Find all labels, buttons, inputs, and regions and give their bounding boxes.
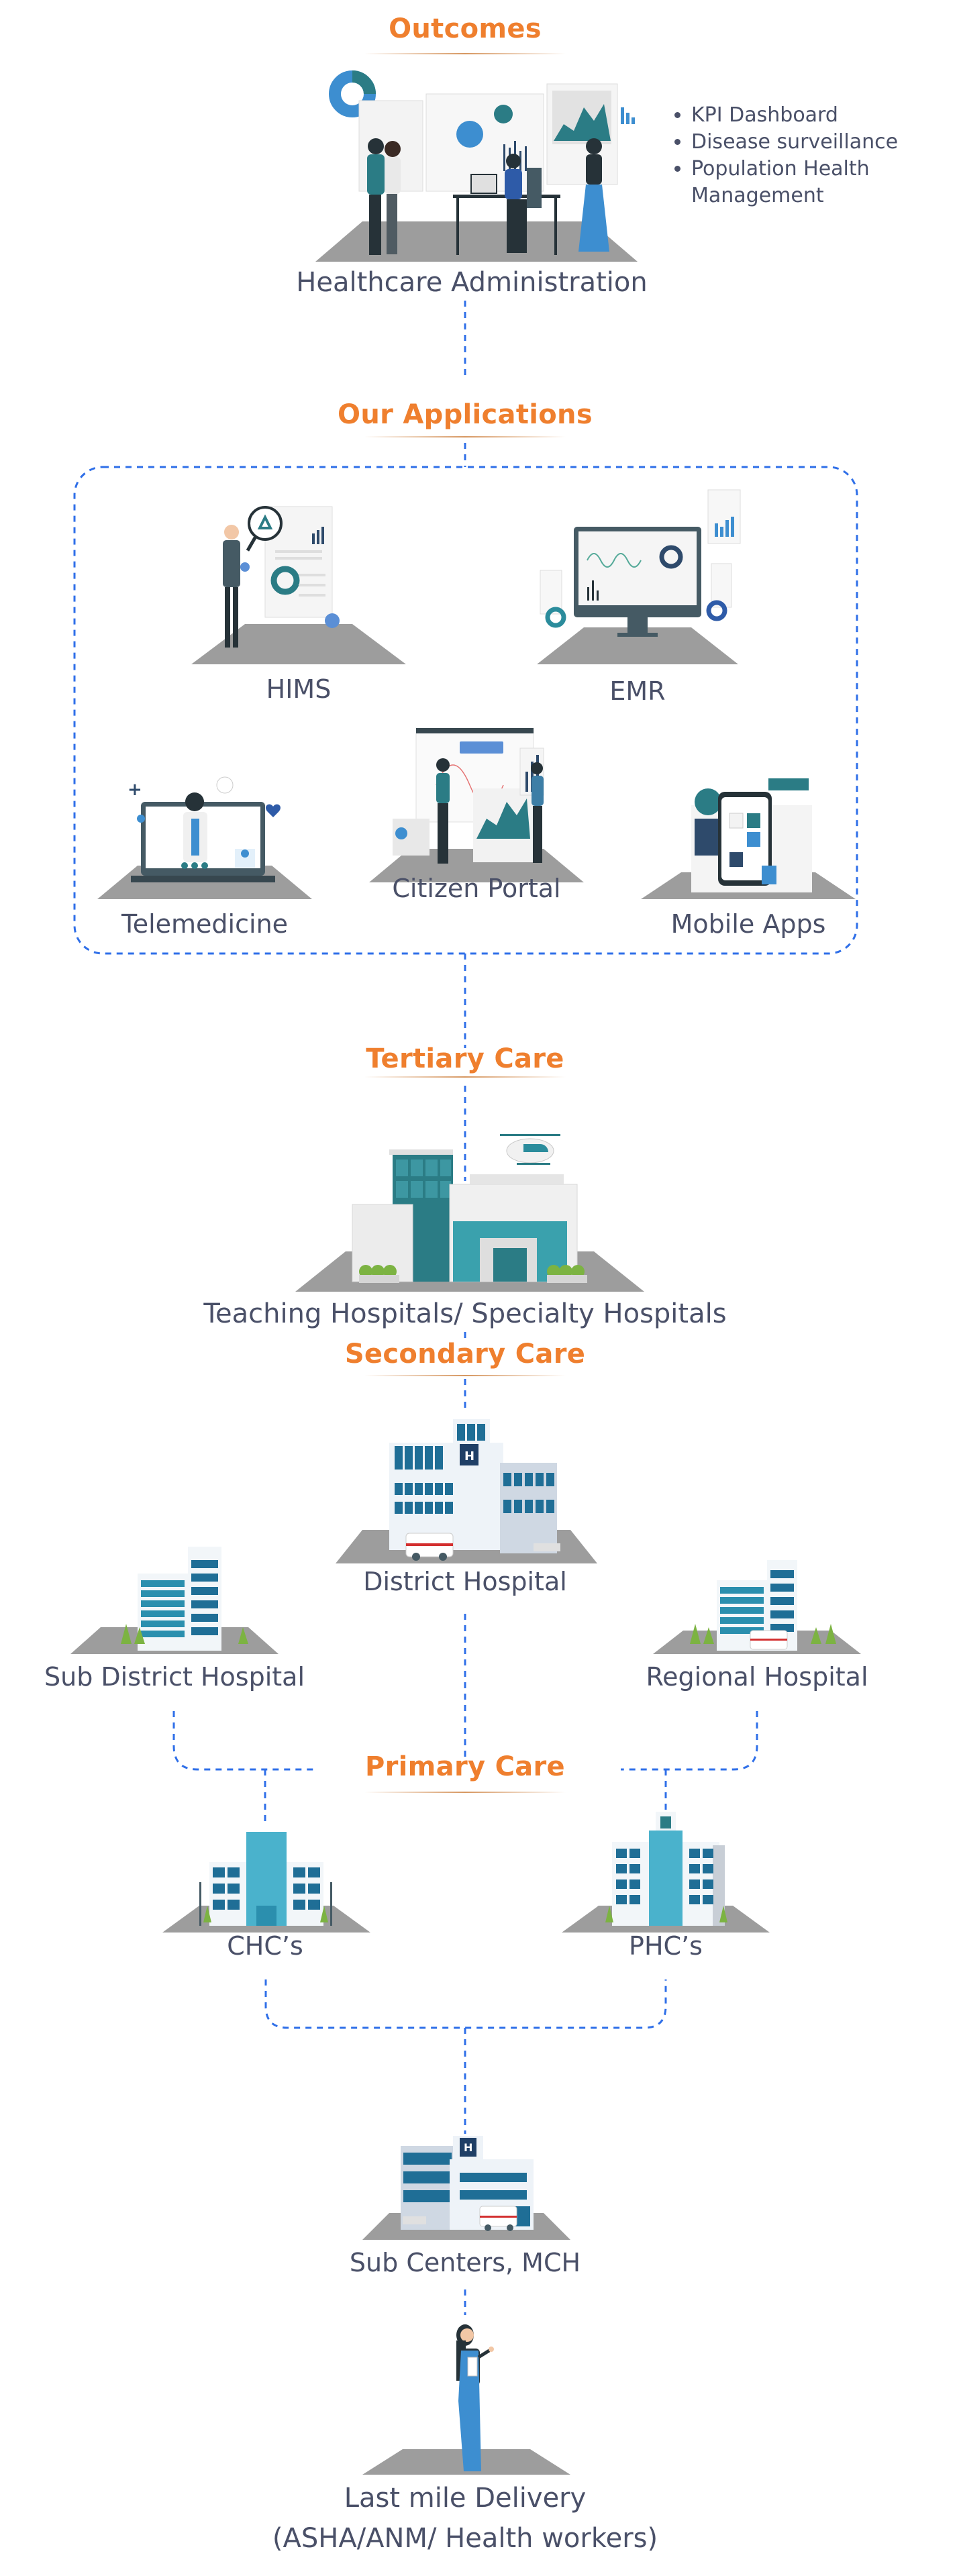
- app-label-citizen-portal: Citizen Portal: [392, 874, 561, 903]
- app-label-mobile-apps: Mobile Apps: [670, 909, 826, 939]
- connector-primary-bottom-bracket: [264, 1979, 667, 2029]
- last-mile-label-line2: (ASHA/ANM/ Health workers): [272, 2523, 658, 2554]
- sub-center-building-icon: H: [359, 2132, 574, 2243]
- chc-building-icon: [159, 1828, 374, 1936]
- sub-centers-mch-label: Sub Centers, MCH: [349, 2248, 581, 2277]
- secondary-label-sub-district-hospital: Sub District Hospital: [44, 1662, 305, 1692]
- tertiary-care-underline: [364, 1076, 566, 1078]
- connector-regional-bracket: [621, 1711, 758, 1771]
- dashboard-team-icon: [289, 67, 664, 268]
- primary-care-underline: [364, 1792, 566, 1793]
- app-label-emr: EMR: [609, 676, 666, 706]
- bullet-population-health: Population Health Management: [691, 156, 893, 209]
- app-label-telemedicine: Telemedicine: [121, 909, 289, 939]
- video-consult-laptop-icon: +: [97, 772, 312, 903]
- app-label-hims: HIMS: [266, 674, 332, 704]
- hospital-helipad-icon: [292, 1127, 648, 1295]
- secondary-care-title: Secondary Care: [344, 1339, 586, 1370]
- secondary-label-district-hospital: District Hospital: [363, 1567, 567, 1596]
- presentation-chart-icon: [369, 725, 584, 886]
- primary-label-phcs: PHC’s: [629, 1931, 703, 1961]
- district-hospital-icon: H: [336, 1416, 597, 1567]
- teaching-specialty-hospitals-label: Teaching Hospitals/ Specialty Hospitals: [203, 1298, 727, 1329]
- applications-title-underline: [364, 436, 566, 437]
- outcomes-bullet-list: KPI Dashboard Disease surveillance Popul…: [664, 102, 898, 209]
- outcomes-title-underline: [364, 53, 566, 54]
- smartphone-app-icon: [641, 772, 856, 903]
- svg-text:H: H: [464, 1449, 474, 1463]
- monitor-dashboard-icon: [530, 486, 745, 668]
- magnifier-report-icon: [191, 493, 406, 668]
- sub-district-hospital-icon: [67, 1543, 282, 1657]
- svg-text:+: +: [128, 780, 142, 800]
- regional-hospital-icon: [650, 1557, 864, 1657]
- primary-care-title: Primary Care: [365, 1751, 565, 1782]
- applications-title: Our Applications: [338, 399, 593, 430]
- last-mile-label-line1: Last mile Delivery: [344, 2483, 587, 2514]
- connector-subdistrict-bracket: [172, 1711, 313, 1771]
- secondary-care-underline: [364, 1375, 566, 1376]
- health-worker-icon: [359, 2320, 574, 2478]
- bullet-kpi-dashboard: KPI Dashboard: [691, 102, 898, 129]
- phc-building-icon: [558, 1812, 773, 1936]
- svg-text:H: H: [464, 2141, 472, 2154]
- primary-label-chcs: CHC’s: [227, 1931, 303, 1961]
- outcomes-title: Outcomes: [389, 13, 542, 44]
- healthcare-administration-label: Healthcare Administration: [296, 267, 648, 298]
- tertiary-care-title: Tertiary Care: [366, 1043, 564, 1074]
- secondary-label-regional-hospital: Regional Hospital: [646, 1662, 868, 1692]
- bullet-disease-surveillance: Disease surveillance: [691, 129, 898, 156]
